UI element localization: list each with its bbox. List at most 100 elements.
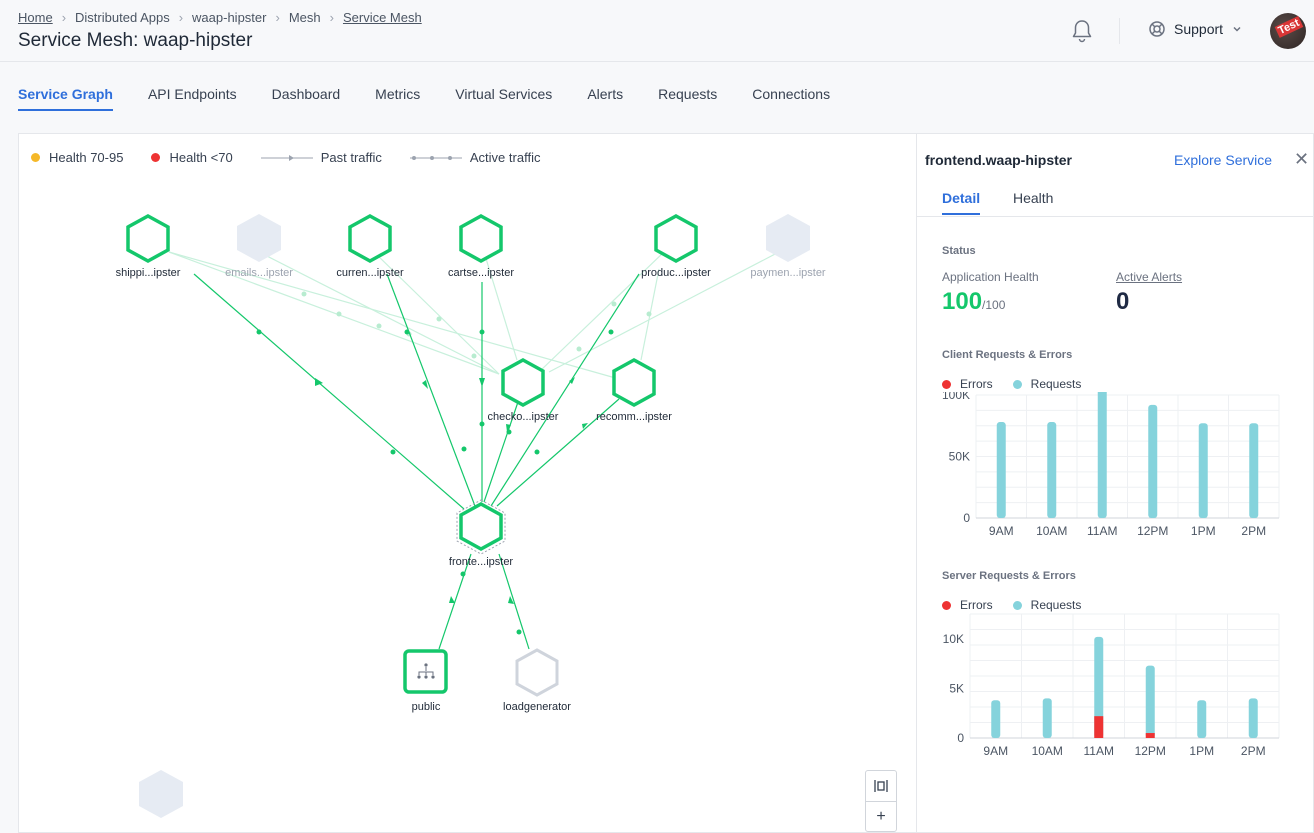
- warning-dot-icon: [31, 153, 40, 162]
- bar-requests[interactable]: [1197, 700, 1207, 738]
- bar-requests[interactable]: [1249, 423, 1259, 518]
- past-traffic-edges: [168, 251, 780, 380]
- edge-public-frontend: [438, 553, 472, 650]
- bell-icon[interactable]: [1070, 18, 1094, 44]
- y-tick-label: 0: [963, 511, 970, 525]
- y-tick-label: 0: [957, 731, 964, 745]
- app-health-label: Application Health: [942, 270, 1039, 284]
- node-frontend[interactable]: [456, 499, 506, 555]
- active-alerts-label[interactable]: Active Alerts: [1116, 270, 1183, 284]
- y-tick-label: 10K: [943, 632, 964, 646]
- graph-legend: Health 70-95 Health <70 Past traffic Act…: [31, 150, 568, 165]
- tab-dashboard[interactable]: Dashboard: [271, 86, 341, 102]
- legend-requests: Requests: [1030, 377, 1082, 391]
- bar-requests[interactable]: [1248, 698, 1258, 738]
- x-tick-label: 11AM: [1084, 744, 1114, 758]
- edge-checkout-payment: [548, 251, 780, 373]
- legend-requests: Requests: [1030, 598, 1082, 612]
- breadcrumb-service-mesh[interactable]: Service Mesh: [342, 10, 422, 25]
- avatar[interactable]: Test: [1270, 13, 1306, 49]
- bar-requests[interactable]: [996, 422, 1006, 518]
- node-checkout[interactable]: [501, 358, 545, 407]
- status-heading: Status: [942, 245, 976, 257]
- past-traffic-line-icon: [260, 154, 313, 161]
- tab-requests[interactable]: Requests: [658, 86, 718, 102]
- active-traffic-line-icon: [409, 155, 462, 160]
- edge-checkout-product: [538, 251, 665, 373]
- server-chart-title: Server Requests & Errors: [942, 570, 1076, 582]
- explore-service-link[interactable]: Explore Service: [1174, 152, 1273, 168]
- bar-requests[interactable]: [1097, 392, 1107, 518]
- node-product[interactable]: [654, 214, 698, 263]
- edge-frontend-currency: [386, 273, 476, 507]
- breadcrumb-mesh[interactable]: Mesh: [288, 10, 321, 25]
- panel-service-name: frontend.waap-hipster: [925, 152, 1073, 168]
- node-label-frontend: fronte...ipster: [448, 556, 514, 568]
- bar-errors[interactable]: [1094, 716, 1104, 738]
- support-menu[interactable]: Support: [1148, 20, 1243, 38]
- graph-canvas: [126, 214, 810, 818]
- x-tick-label: 9AM: [983, 744, 1008, 758]
- x-tick-label: 10AM: [1036, 524, 1067, 538]
- zoom-controls: +: [865, 770, 897, 832]
- tab-connections[interactable]: Connections: [752, 86, 831, 102]
- bar-requests[interactable]: [1042, 698, 1052, 738]
- service-graph[interactable]: Health 70-95 Health <70 Past traffic Act…: [18, 133, 917, 833]
- client-chart-legend: Errors Requests: [942, 377, 1081, 391]
- service-detail-panel: frontend.waap-hipster Explore Service ✕ …: [916, 133, 1314, 833]
- tab-health[interactable]: Health: [1013, 190, 1054, 206]
- close-icon[interactable]: ✕: [1294, 149, 1310, 169]
- node-currency[interactable]: [348, 214, 392, 263]
- requests-dot-icon: [1012, 600, 1022, 610]
- x-tick-label: 11AM: [1087, 524, 1117, 538]
- tab-metrics[interactable]: Metrics: [375, 86, 421, 102]
- node-label-checkout: checko...ipster: [487, 411, 559, 423]
- x-tick-label: 2PM: [1241, 524, 1266, 538]
- bar-requests[interactable]: [1198, 423, 1208, 518]
- legend-health-70-95: Health 70-95: [49, 150, 124, 165]
- x-tick-label: 9AM: [989, 524, 1014, 538]
- bar-requests[interactable]: [1145, 665, 1155, 738]
- app-health-value: 100: [942, 288, 983, 315]
- node-public[interactable]: [403, 649, 448, 694]
- y-tick-label: 5K: [949, 681, 964, 695]
- edge-checkout-cart: [483, 251, 518, 361]
- node-shipping[interactable]: [126, 214, 170, 263]
- bar-requests[interactable]: [1148, 404, 1158, 518]
- chevron-right-icon: ›: [275, 10, 280, 25]
- bar-errors[interactable]: [1145, 733, 1155, 738]
- app-health-max: /100: [982, 298, 1006, 312]
- breadcrumb-distributed-apps[interactable]: Distributed Apps: [75, 10, 170, 25]
- tab-api-endpoints[interactable]: API Endpoints: [147, 86, 237, 102]
- active-traffic-edges: [193, 273, 640, 650]
- breadcrumb-home[interactable]: Home: [18, 10, 53, 25]
- edge-frontend-product: [490, 273, 640, 507]
- node-unknown[interactable]: [139, 770, 183, 818]
- lifebuoy-icon: [1149, 21, 1165, 37]
- edge-frontend-checkout: [483, 398, 520, 503]
- node-label-public: public: [411, 701, 441, 713]
- legend-active-traffic: Active traffic: [469, 150, 541, 165]
- bar-requests[interactable]: [1094, 636, 1104, 738]
- tab-alerts[interactable]: Alerts: [587, 86, 624, 102]
- bar-requests[interactable]: [991, 700, 1001, 738]
- tab-virtual-services[interactable]: Virtual Services: [455, 86, 553, 102]
- zoom-in-button[interactable]: +: [866, 801, 896, 831]
- node-loadgen[interactable]: [515, 648, 559, 697]
- legend-health-lt70: Health <70: [169, 150, 233, 165]
- bar-requests[interactable]: [1047, 422, 1057, 518]
- breadcrumb-app[interactable]: waap-hipster: [192, 10, 267, 25]
- y-tick-label: 50K: [949, 450, 970, 464]
- edge-checkout-emails: [258, 251, 500, 375]
- fit-view-button[interactable]: [866, 771, 896, 801]
- server-chart-legend: Errors Requests: [942, 598, 1081, 612]
- node-emails[interactable]: [237, 214, 281, 262]
- node-label-cart: cartse...ipster: [447, 267, 515, 279]
- node-recommend[interactable]: [612, 358, 656, 407]
- node-payment[interactable]: [766, 214, 810, 262]
- node-cart[interactable]: [459, 214, 503, 263]
- legend-past-traffic: Past traffic: [320, 150, 382, 165]
- tab-detail[interactable]: Detail: [942, 190, 981, 215]
- tab-service-graph[interactable]: Service Graph: [18, 86, 113, 111]
